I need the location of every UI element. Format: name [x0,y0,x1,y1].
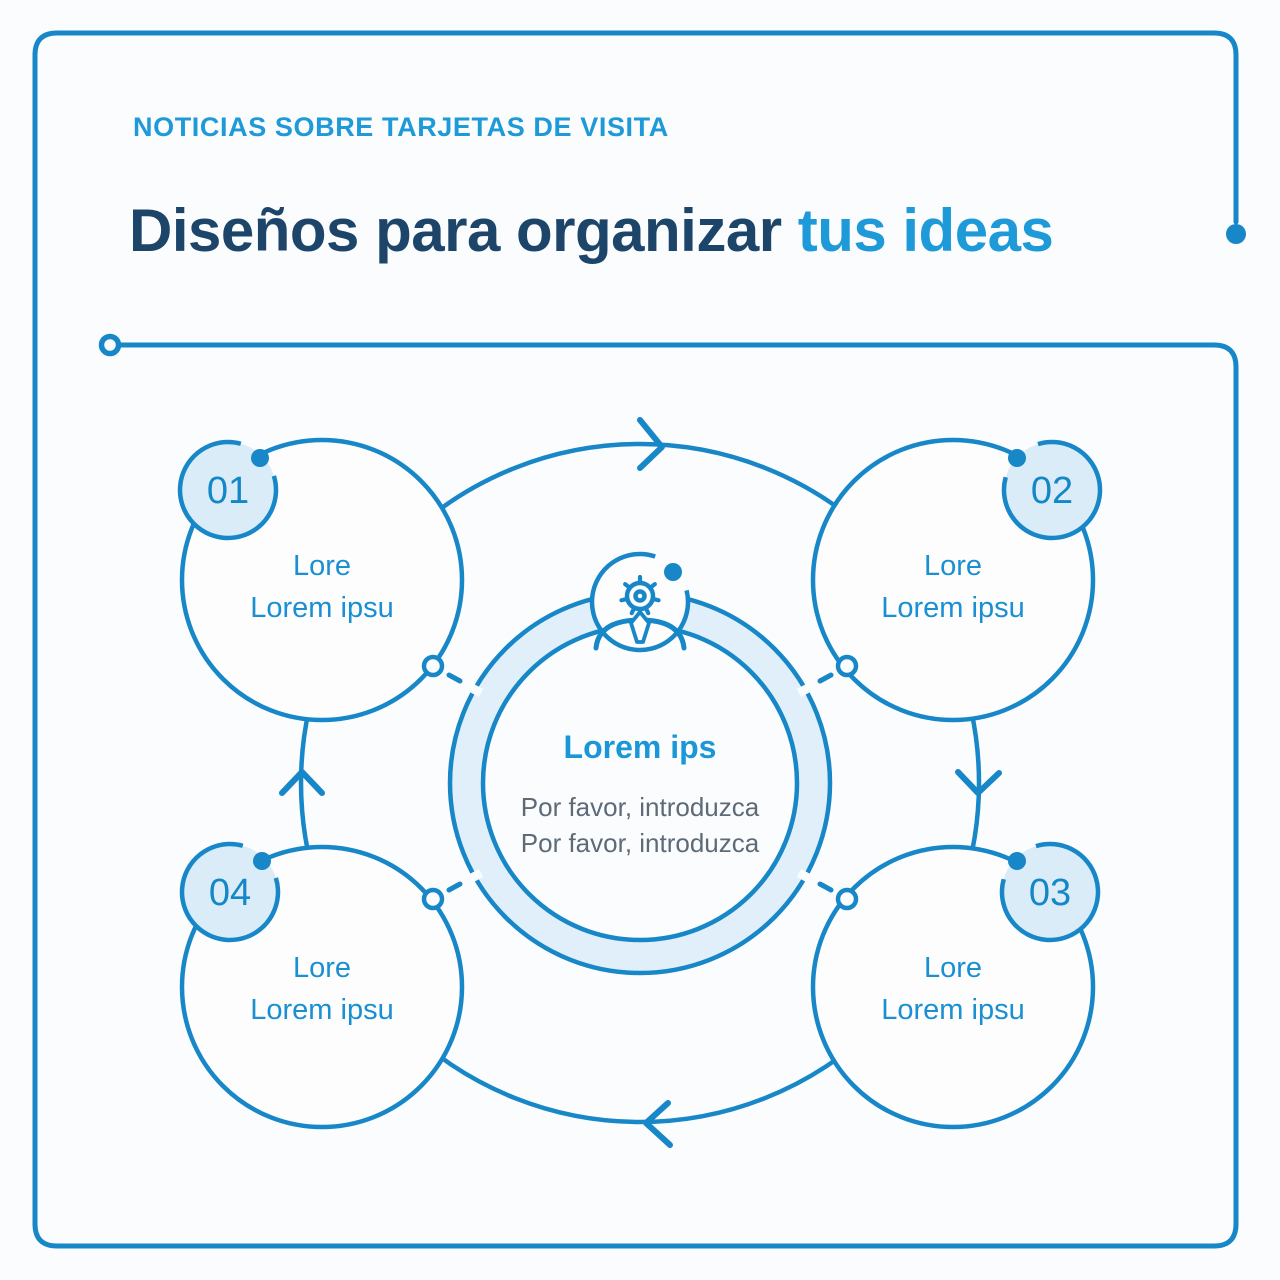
arrow-bottom-icon [643,1100,673,1148]
step-circle-04: 04 Lore Lorem ipsu [179,841,465,1130]
step-02-number: 02 [1031,470,1073,512]
step-04-line1: Lore [293,952,351,984]
step-02-line2: Lorem ipsu [881,592,1024,624]
center-icon-badge [589,551,691,653]
step-circle-02: 02 Lore Lorem ipsu [810,437,1103,723]
decorative-frame [32,30,1246,1249]
step-02-rim-dot [1008,449,1026,467]
title-main: Diseños para organizar [129,197,782,264]
step-01-number: 01 [207,470,249,512]
frame-start-ring [98,333,122,357]
cycle-arrows [279,417,1002,1148]
ring-break-bottom-left [465,869,484,884]
diagonal-connectors [446,672,834,893]
center-badge-dot [664,563,682,581]
step-03-line1: Lore [924,952,982,984]
step-01-number-badge [177,439,279,541]
step-circle-01: 01 Lore Lorem ipsu [177,437,465,723]
center-ring-inner [480,623,800,943]
step-04-line2: Lorem ipsu [250,994,393,1026]
step-04-number-badge [179,841,281,943]
connector-dash-bottom-right [817,881,834,893]
ring-break-top-left [465,682,484,697]
center-title: Lorem ips [564,729,717,765]
ring-break-top-right [796,682,815,697]
step-03-connector-ring [835,887,859,911]
step-02-number-badge [1001,439,1103,541]
user-gear-icon [593,574,687,651]
page-title: Diseños para organizar tus ideas [129,196,1054,265]
arrow-right-icon [955,769,1002,796]
step-circle-03: 03 Lore Lorem ipsu [810,841,1101,1130]
step-03-line2: Lorem ipsu [881,994,1024,1026]
cycle-circle [298,441,982,1125]
step-01-line1: Lore [293,550,351,582]
connector-dash-top-right [817,672,834,684]
arrow-top-icon [637,417,665,471]
step-02-line1: Lore [924,550,982,582]
frame-outline [32,30,1239,1249]
center-body-line1: Por favor, introduzca [521,792,760,822]
step-04-number: 04 [209,872,251,914]
step-03-number-badge [999,841,1101,943]
step-01-connector-ring [421,654,445,678]
kicker: NOTICIAS SOBRE TARJETAS DE VISITA [133,112,669,142]
step-01-line2: Lorem ipsu [250,592,393,624]
step-01-rim-dot [251,449,269,467]
step-02-connector-ring [835,654,859,678]
connector-dash-top-left [446,672,463,684]
step-04-connector-ring [421,887,445,911]
ring-break-bottom-right [796,869,815,884]
title-accent: tus ideas [797,197,1054,264]
center-text-block: Lorem ips Por favor, introduzca Por favo… [521,729,760,858]
step-04-rim-dot [253,852,271,870]
step-03-number: 03 [1029,872,1071,914]
arrow-left-icon [279,769,325,796]
center-body-line2: Por favor, introduzca [521,828,760,858]
step-03-rim-dot [1008,852,1026,870]
frame-end-dot [1226,224,1246,244]
connector-dash-bottom-left [446,881,463,893]
